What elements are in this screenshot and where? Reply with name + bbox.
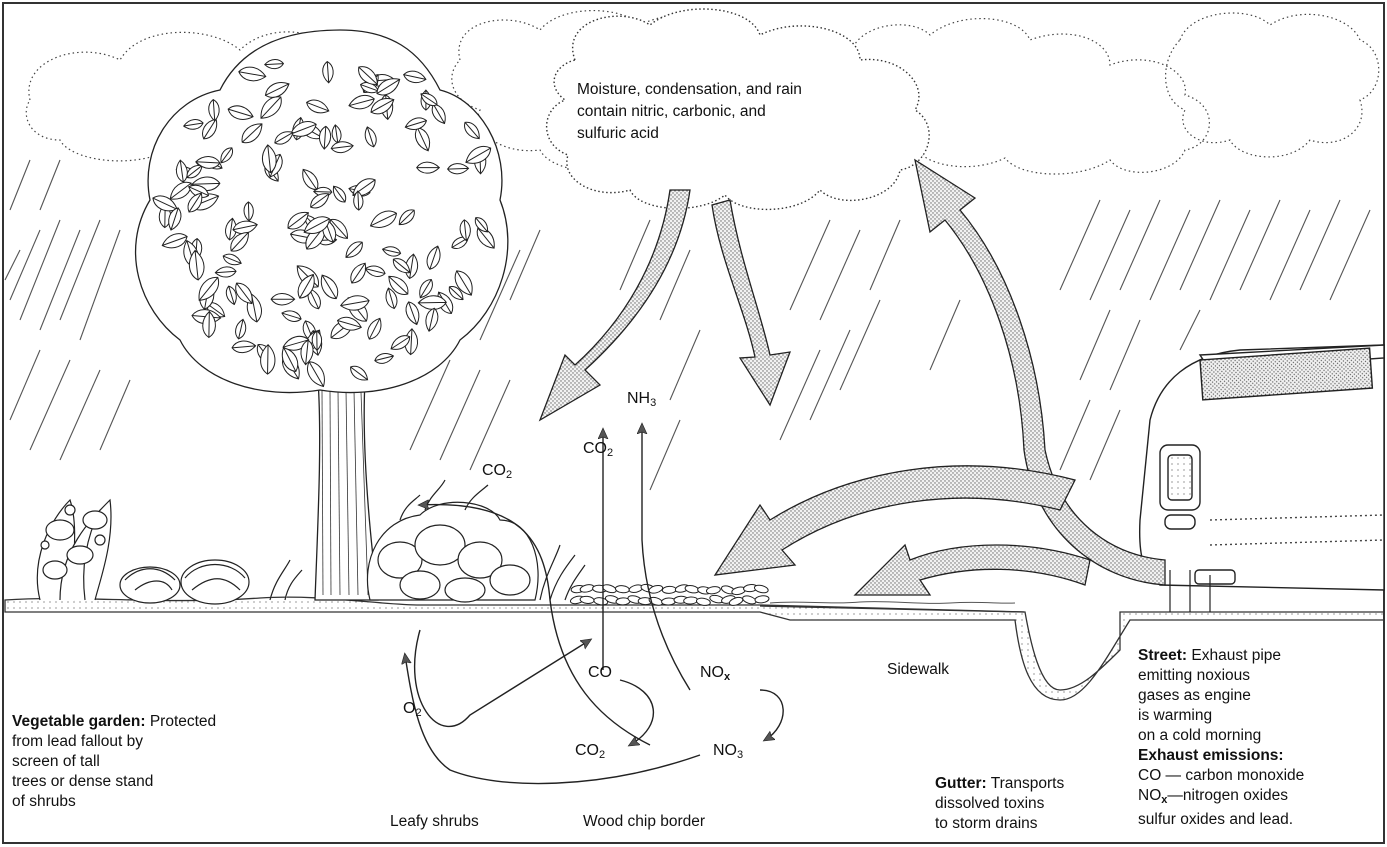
wood-chip (661, 598, 675, 606)
wood-chip (662, 586, 676, 594)
label-sidewalk: Sidewalk (887, 660, 949, 680)
label-nox: NOx (700, 664, 730, 683)
label-o2: O2 (403, 700, 422, 719)
label-nh3: NH3 (627, 390, 656, 409)
car (1140, 345, 1384, 612)
gutter-caption: Gutter: Transports dissolved toxins to s… (935, 774, 1064, 834)
cloud-caption-line-1: Moisture, condensation, and rain (577, 80, 802, 100)
emission-nox: NOx—nitrogen oxides (1138, 786, 1304, 810)
garden-caption: Vegetable garden: Protected from lead fa… (12, 712, 216, 812)
street-title: Street: (1138, 647, 1187, 664)
emissions-title: Exhaust emissions: (1138, 747, 1284, 764)
label-wood-chip-border: Wood chip border (583, 812, 705, 832)
label-co2-bottom: CO2 (575, 742, 605, 761)
car-reflector (1165, 515, 1195, 529)
exhaust-pipe (1195, 570, 1235, 584)
street-caption: Street: Exhaust pipe emitting noxious ga… (1138, 646, 1304, 830)
label-co2-left: CO2 (482, 462, 512, 481)
garden-title: Vegetable garden: (12, 713, 146, 730)
label-leafy-shrubs: Leafy shrubs (390, 812, 479, 832)
label-co: CO (588, 664, 612, 682)
label-co2-top: CO2 (583, 440, 613, 459)
label-no3: NO3 (713, 742, 743, 761)
cloud-caption-line-2: contain nitric, carbonic, and (577, 102, 766, 122)
gutter-title: Gutter: (935, 775, 987, 792)
cloud-caption-line-3: sulfuric acid (577, 124, 659, 144)
